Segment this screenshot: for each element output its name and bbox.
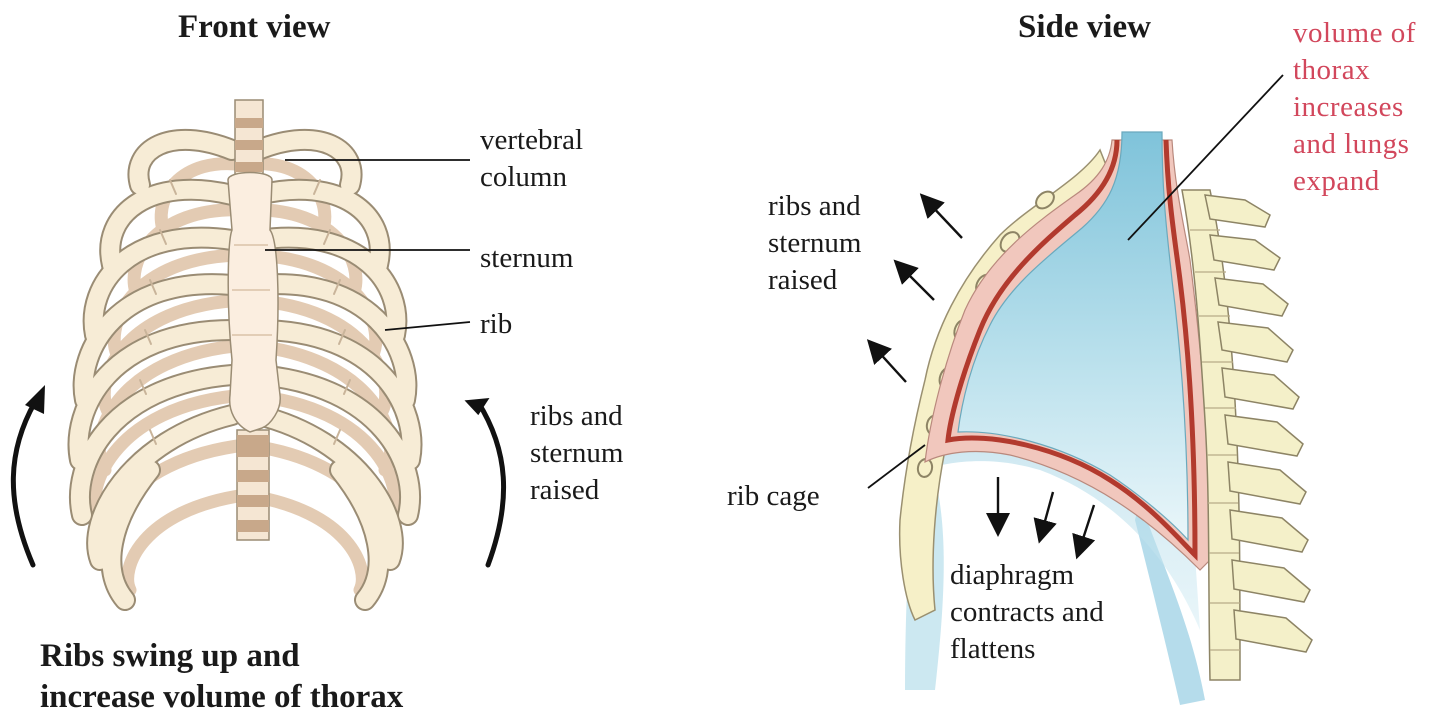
left-arrowhead [25,385,45,414]
front-view-heading: Front view [178,6,330,48]
front-ribs-raised-label: ribs and sternum raised [530,398,623,509]
side-view-heading: Side view [1018,6,1151,48]
diaphragm-label: diaphragm contracts and flattens [950,557,1104,668]
rib-cage-label: rib cage [727,478,820,515]
figure-caption: Ribs swing up and increase volume of tho… [40,636,403,719]
vertebral-column-label: vertebral column [480,122,583,196]
right-arrowhead [465,396,493,417]
side-ribs-raised-label: ribs and sternum raised [768,188,861,299]
rib-label: rib [480,306,512,343]
sternum-label: sternum [480,240,573,277]
front-rib-cage [79,100,412,600]
volume-increase-label: volume of thorax increases and lungs exp… [1293,15,1416,201]
